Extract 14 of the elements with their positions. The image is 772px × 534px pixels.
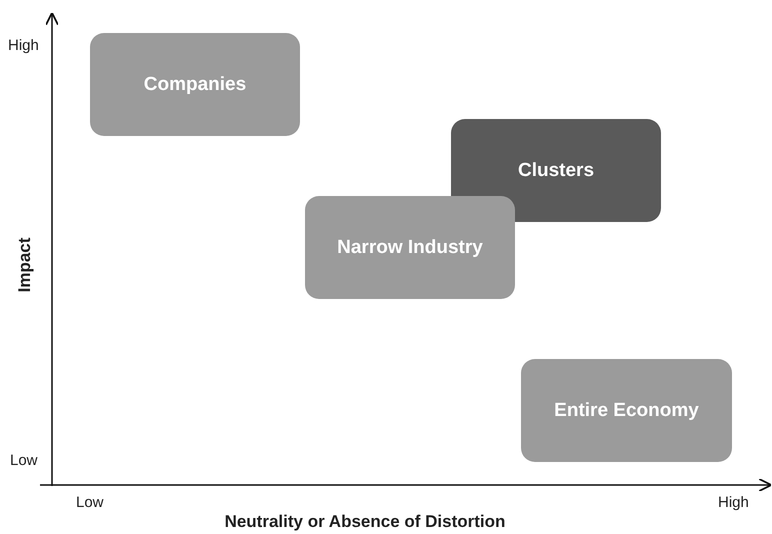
axis-tick-label: Low (76, 494, 104, 511)
category-box (90, 33, 300, 136)
axis-tick-label: High (718, 494, 749, 511)
box-label: Entire Economy (554, 400, 699, 422)
axis-tick-label: High (8, 37, 39, 54)
category-box (451, 119, 661, 222)
axis-tick-label: Low (10, 452, 38, 469)
axis-title: Impact (15, 238, 35, 292)
axis-title: Neutrality or Absence of Distortion (224, 512, 506, 532)
box-label: Companies (144, 74, 246, 96)
category-box (521, 359, 732, 462)
box-label: Narrow Industry (337, 236, 483, 258)
category-box (305, 196, 515, 299)
box-label: Clusters (518, 160, 594, 182)
